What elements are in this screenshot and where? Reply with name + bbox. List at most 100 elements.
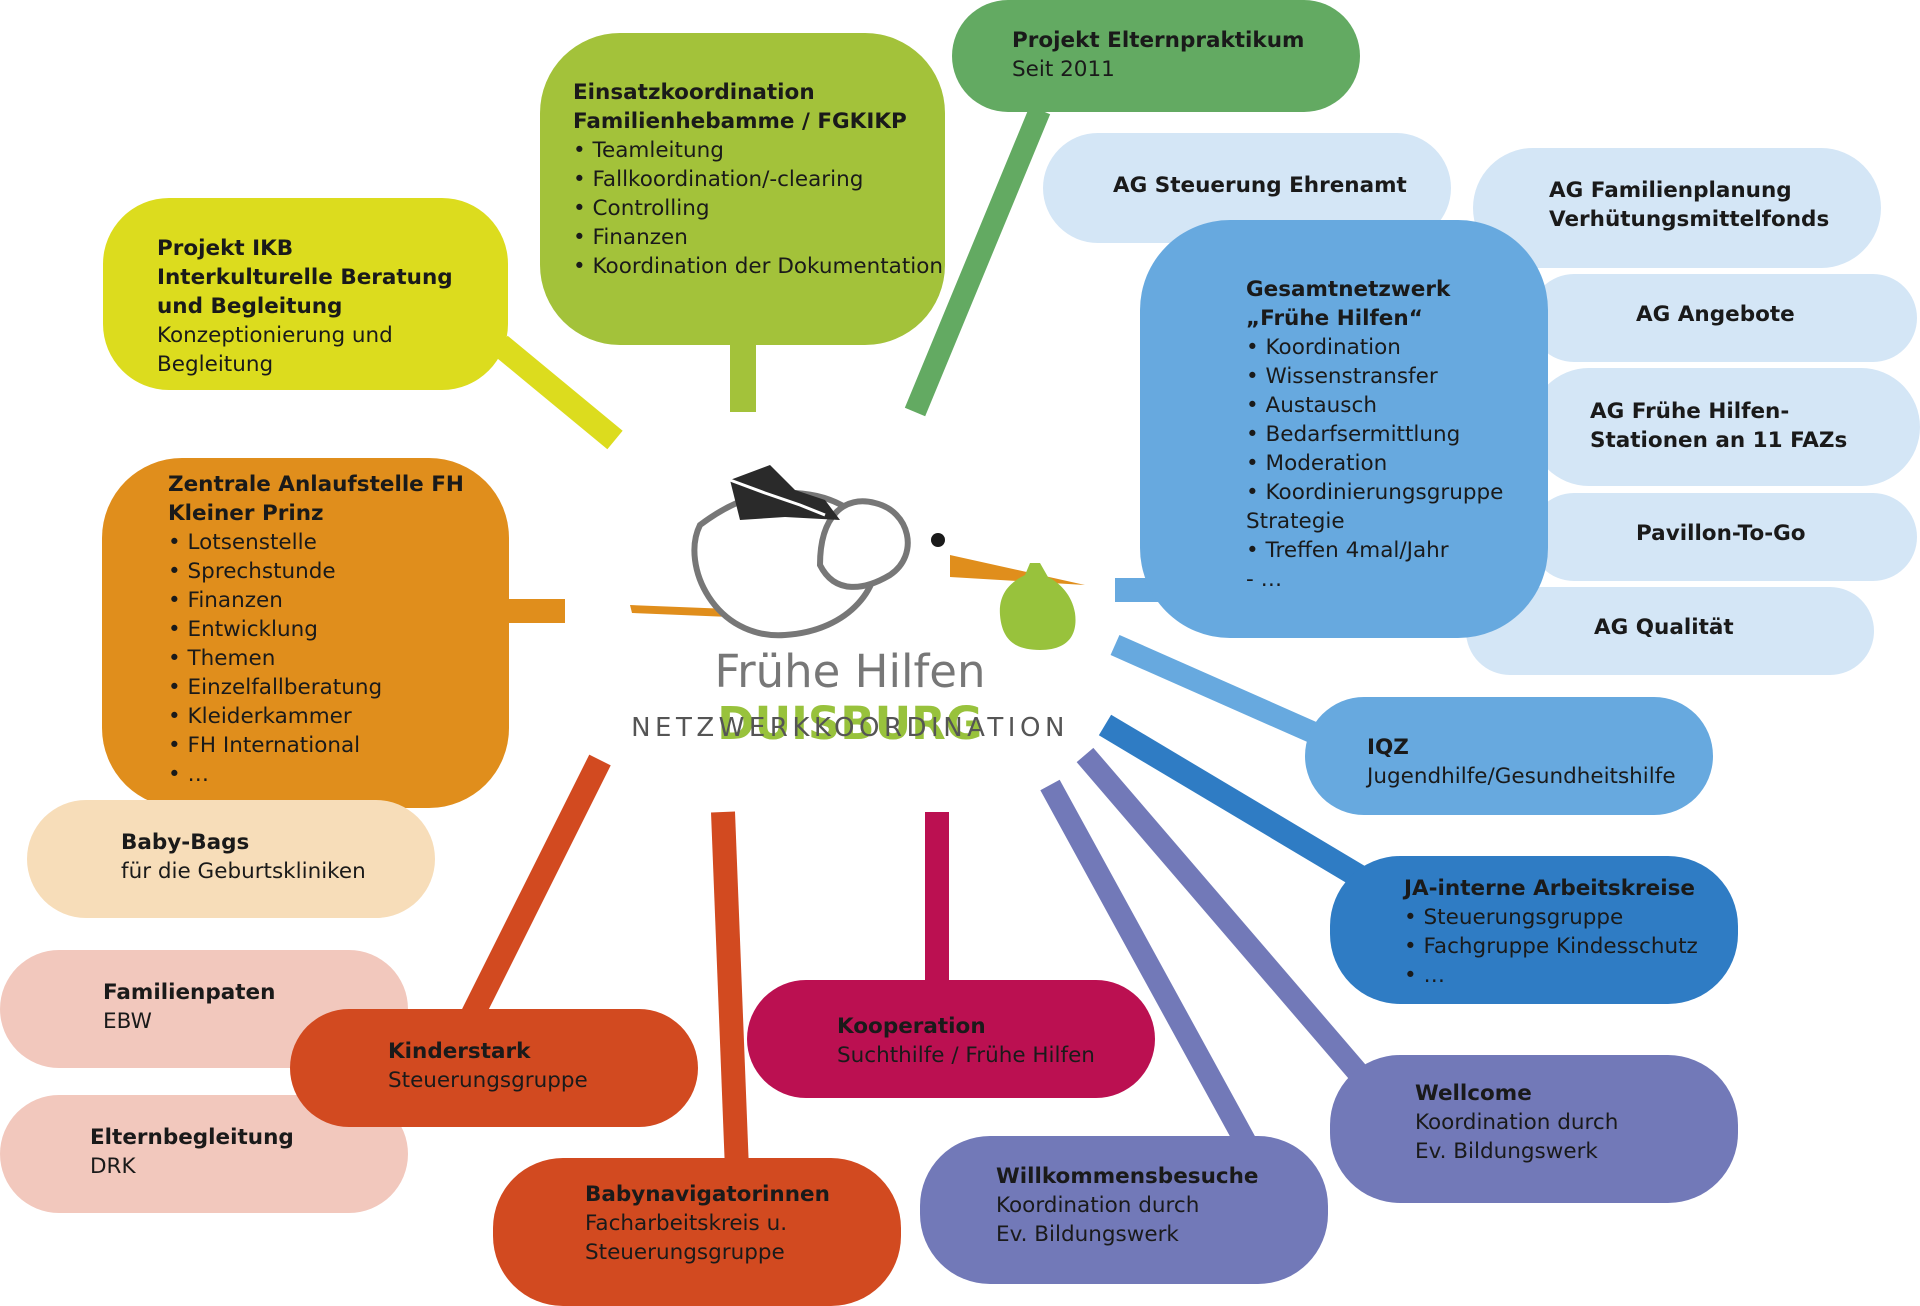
list-item: Lotsenstelle	[168, 528, 509, 557]
node-elternbegleitung: Elternbegleitung DRK	[0, 1095, 408, 1213]
node-subtitle: für die Geburtskliniken	[121, 859, 366, 884]
node-title: Wellcome	[1415, 1081, 1532, 1106]
node-title: „Frühe Hilfen“	[1246, 306, 1423, 331]
node-list: Teamleitung Fallkoordination/-clearing C…	[573, 136, 945, 281]
node-zentrale-anlaufstelle: Zentrale Anlaufstelle FH Kleiner Prinz L…	[102, 458, 509, 808]
node-list: Lotsenstelle Sprechstunde Finanzen Entwi…	[168, 528, 509, 789]
node-subtitle: Ev. Bildungswerk	[1415, 1139, 1598, 1164]
node-subtitle: Seit 2011	[1012, 57, 1115, 82]
connector-willkommensbesuche	[1040, 779, 1260, 1156]
node-title: AG Angebote	[1636, 302, 1795, 327]
node-title: AG Steuerung Ehrenamt	[1113, 173, 1407, 198]
list-item: Moderation	[1246, 449, 1548, 478]
node-title: IQZ	[1367, 735, 1409, 760]
node-subtitle: Ev. Bildungswerk	[996, 1222, 1179, 1247]
node-title: Kleiner Prinz	[168, 501, 324, 526]
center-title: Frühe Hilfen DUISBURG	[600, 646, 1100, 750]
node-subtitle: Konzeptionierung und Begleitung	[157, 323, 393, 377]
connector-iqz	[1110, 634, 1335, 751]
node-babynavigatorinnen: Babynavigatorinnen Facharbeitskreis u. S…	[493, 1158, 901, 1306]
node-title: Willkommensbesuche	[996, 1164, 1259, 1189]
list-item: Koordinierungsgruppe	[1246, 478, 1548, 507]
list-item: Fallkoordination/-clearing	[573, 165, 945, 194]
node-title: Babynavigatorinnen	[585, 1182, 830, 1207]
connector-ikb	[492, 335, 623, 450]
node-title: AG Frühe Hilfen-	[1590, 399, 1790, 424]
node-gesamtnetzwerk: Gesamtnetzwerk „Frühe Hilfen“ Koordinati…	[1140, 220, 1548, 638]
node-pavillon-to-go: Pavillon-To-Go	[1530, 493, 1917, 581]
node-subtitle: Suchthilfe / Frühe Hilfen	[837, 1043, 1095, 1068]
node-title: Pavillon-To-Go	[1636, 521, 1806, 546]
node-subtitle: Steuerungsgruppe	[388, 1068, 588, 1093]
node-title: Elternbegleitung	[90, 1125, 294, 1150]
list-item: Treffen 4mal/Jahr	[1246, 536, 1548, 565]
node-title: Familienhebamme / FGKIKP	[573, 109, 907, 134]
node-subtitle: Jugendhilfe/Gesundheitshilfe	[1367, 764, 1676, 789]
connector-wellcome	[1076, 747, 1369, 1083]
list-item: Finanzen	[168, 586, 509, 615]
connector-babynavigatorinnen	[711, 811, 749, 1171]
list-item: Wissenstransfer	[1246, 362, 1548, 391]
node-title: Kinderstark	[388, 1039, 531, 1064]
list-item: Koordination der Dokumentation	[573, 252, 945, 281]
center-title-part2: DUISBURG	[717, 697, 983, 750]
node-title: und Begleitung	[157, 294, 343, 319]
node-list: Steuerungsgruppe Fachgruppe Kindesschutz…	[1404, 903, 1738, 990]
list-item: Austausch	[1246, 391, 1548, 420]
node-title: Stationen an 11 FAZs	[1590, 428, 1848, 453]
node-title: Kooperation	[837, 1014, 986, 1039]
connector-kinderstark	[459, 754, 611, 1026]
node-title: Baby-Bags	[121, 830, 250, 855]
list-item: Sprechstunde	[168, 557, 509, 586]
node-subtitle: EBW	[103, 1009, 152, 1034]
node-title: AG Qualität	[1594, 615, 1734, 640]
center-subtitle: NETZWERKKOORDINATION	[631, 713, 1069, 743]
node-list: Treffen 4mal/Jahr	[1246, 536, 1548, 565]
list-item: Koordination	[1246, 333, 1548, 362]
node-subtitle: Koordination durch	[1415, 1110, 1619, 1135]
node-subtitle: Steuerungsgruppe	[585, 1240, 785, 1265]
list-item: FH International	[168, 731, 509, 760]
node-subtitle: Strategie	[1246, 509, 1345, 534]
node-ja-interne-arbeitskreise: JA-interne Arbeitskreise Steuerungsgrupp…	[1330, 856, 1738, 1004]
node-title: AG Familienplanung	[1549, 178, 1792, 203]
center-title-part1: Frühe Hilfen	[714, 645, 986, 698]
node-title: Interkulturelle Beratung	[157, 265, 453, 290]
node-iqz: IQZ Jugendhilfe/Gesundheitshilfe	[1305, 697, 1713, 815]
connector-ja-intern	[1098, 714, 1372, 891]
node-kooperation: Kooperation Suchthilfe / Frühe Hilfen	[747, 980, 1155, 1098]
node-title: Projekt Elternpraktikum	[1012, 28, 1305, 53]
node-willkommensbesuche: Willkommensbesuche Koordination durch Ev…	[920, 1136, 1328, 1284]
list-item: Bedarfsermittlung	[1246, 420, 1548, 449]
node-list: Koordination Wissenstransfer Austausch B…	[1246, 333, 1548, 507]
list-item: …	[168, 760, 509, 789]
node-projekt-elternpraktikum: Projekt Elternpraktikum Seit 2011	[952, 0, 1360, 112]
stork-logo-icon	[630, 465, 1085, 650]
node-kinderstark: Kinderstark Steuerungsgruppe	[290, 1009, 698, 1127]
node-title: Projekt IKB	[157, 236, 294, 261]
list-item: Steuerungsgruppe	[1404, 903, 1738, 932]
node-title: Verhütungsmittelfonds	[1549, 207, 1830, 232]
list-item: Themen	[168, 644, 509, 673]
node-baby-bags: Baby-Bags für die Geburtskliniken	[27, 800, 435, 918]
list-item: Finanzen	[573, 223, 945, 252]
node-ag-fruehe-hilfen-stationen: AG Frühe Hilfen- Stationen an 11 FAZs	[1530, 368, 1920, 486]
connector-eltern-praktikum	[904, 105, 1051, 417]
node-subtitle: Koordination durch	[996, 1193, 1200, 1218]
node-subtitle: - …	[1246, 567, 1283, 592]
node-title: Einsatzkoordination	[573, 80, 815, 105]
node-wellcome: Wellcome Koordination durch Ev. Bildungs…	[1330, 1055, 1738, 1203]
node-ag-qualitaet: AG Qualität	[1466, 587, 1874, 675]
node-title: Familienpaten	[103, 980, 276, 1005]
list-item: Einzelfallberatung	[168, 673, 509, 702]
list-item: Kleiderkammer	[168, 702, 509, 731]
list-item: Fachgruppe Kindesschutz	[1404, 932, 1738, 961]
node-subtitle: DRK	[90, 1154, 136, 1179]
node-title: JA-interne Arbeitskreise	[1404, 876, 1695, 901]
node-ag-angebote: AG Angebote	[1530, 274, 1917, 362]
node-title: Zentrale Anlaufstelle FH	[168, 472, 464, 497]
list-item: Entwicklung	[168, 615, 509, 644]
node-einsatzkoordination: Einsatzkoordination Familienhebamme / FG…	[540, 33, 945, 345]
node-ag-familienplanung: AG Familienplanung Verhütungsmittelfonds	[1473, 148, 1881, 268]
